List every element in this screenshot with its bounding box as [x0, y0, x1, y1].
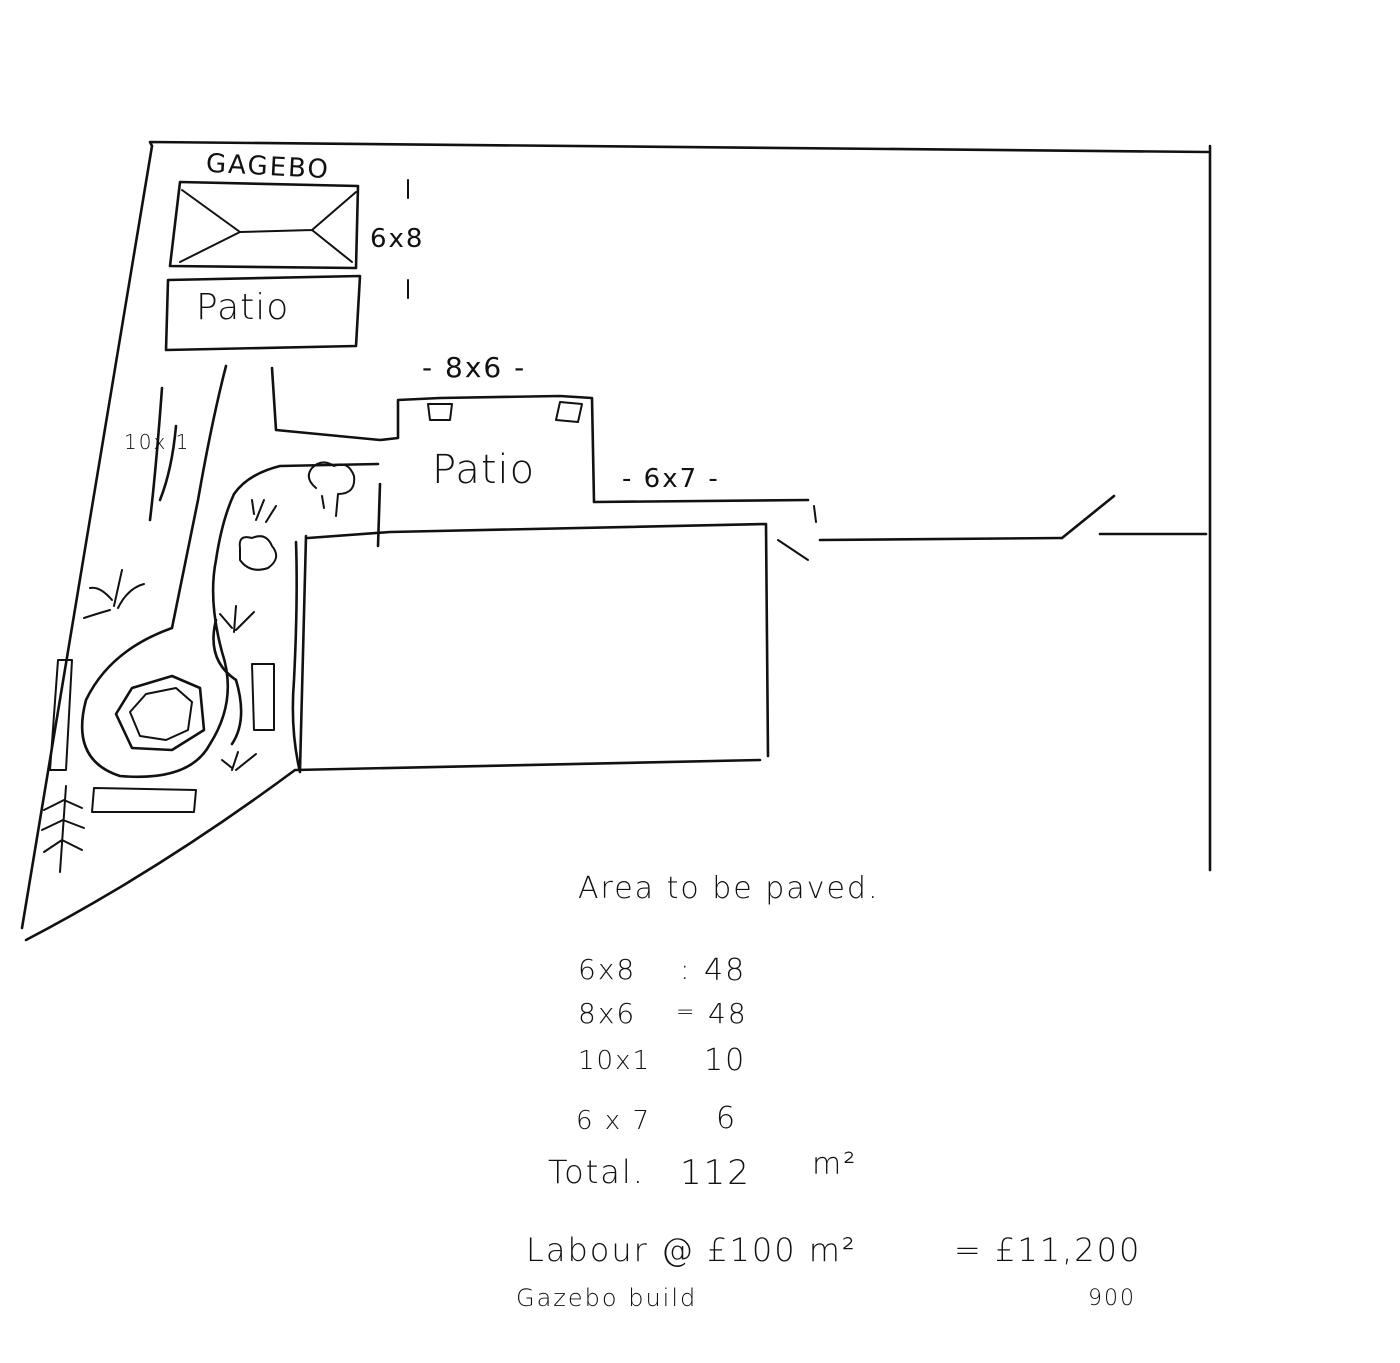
bench-bottom — [91, 787, 197, 813]
planter-box-right — [555, 401, 583, 423]
calc-row-2-dim: 8x6 — [578, 997, 637, 1030]
border-bed-left — [49, 659, 73, 771]
plant-symbol-1 — [251, 499, 277, 523]
door-swing — [777, 505, 817, 561]
labour-result: = £11,200 — [954, 1231, 1142, 1269]
boundary-top — [148, 140, 1210, 154]
patio-mid-label: Patio — [432, 447, 536, 493]
path-inner-edge — [148, 386, 178, 522]
planter-box-left — [427, 403, 453, 421]
bench-right — [251, 663, 275, 731]
pond-inner — [129, 687, 193, 741]
dimension-label-10x1: 10x 1 — [124, 430, 191, 454]
path-strip — [291, 540, 302, 774]
plant-symbol-4 — [83, 569, 145, 619]
plant-symbol-3 — [221, 751, 257, 771]
house-step — [376, 482, 382, 548]
calc-row-3-dim: 10x1 — [578, 1046, 652, 1076]
plant-symbol-2 — [219, 605, 255, 633]
calc-total-value: 112 — [680, 1153, 751, 1193]
labour-line: Labour @ £100 m² — [526, 1231, 857, 1269]
calc-total-label: Total. — [548, 1153, 645, 1191]
patio-top-outline — [164, 274, 362, 352]
path-loop-lower — [212, 618, 243, 746]
gazebo-outline — [168, 180, 360, 270]
boundary-left — [20, 144, 154, 930]
dimension-label-6x8: 6x8 — [370, 224, 425, 254]
path-right-edge — [270, 366, 810, 504]
gate — [1060, 494, 1116, 540]
tree-symbol — [307, 461, 356, 517]
calc-row-1-value: 48 — [704, 953, 747, 988]
boundary-bottom — [24, 758, 762, 942]
calc-row-4-dim: 6 x 7 — [576, 1106, 651, 1136]
dimension-label-6x7: - 6x7 - — [622, 464, 720, 494]
patio-top-label: Patio — [196, 287, 290, 328]
calc-heading: Area to be paved. — [578, 871, 880, 906]
shrub-symbol-1 — [238, 535, 278, 571]
calc-row-3-value: 10 — [704, 1043, 747, 1078]
calc-total-unit: m² — [812, 1147, 858, 1182]
gazebo-build-label: Gazebo build — [516, 1284, 698, 1312]
calc-row-1-sep: : — [680, 953, 692, 986]
pond-outer — [114, 674, 206, 752]
calc-row-2-value: 48 — [708, 997, 748, 1030]
calc-row-4-value: 6 — [716, 1101, 738, 1136]
calc-row-1-dim: 6x8 — [578, 953, 637, 986]
fence-line — [818, 532, 1208, 542]
house-outline — [298, 522, 770, 772]
calc-row-2-sep: = — [676, 1000, 697, 1025]
gazebo-roof-lines — [179, 189, 357, 263]
dimension-label-8x6: - 8x6 - — [422, 351, 527, 384]
gazebo-label: GAGEBO — [205, 148, 331, 186]
fern-symbol — [41, 785, 85, 873]
gazebo-build-cost: 900 — [1088, 1286, 1136, 1311]
path-left-edge — [80, 364, 380, 779]
